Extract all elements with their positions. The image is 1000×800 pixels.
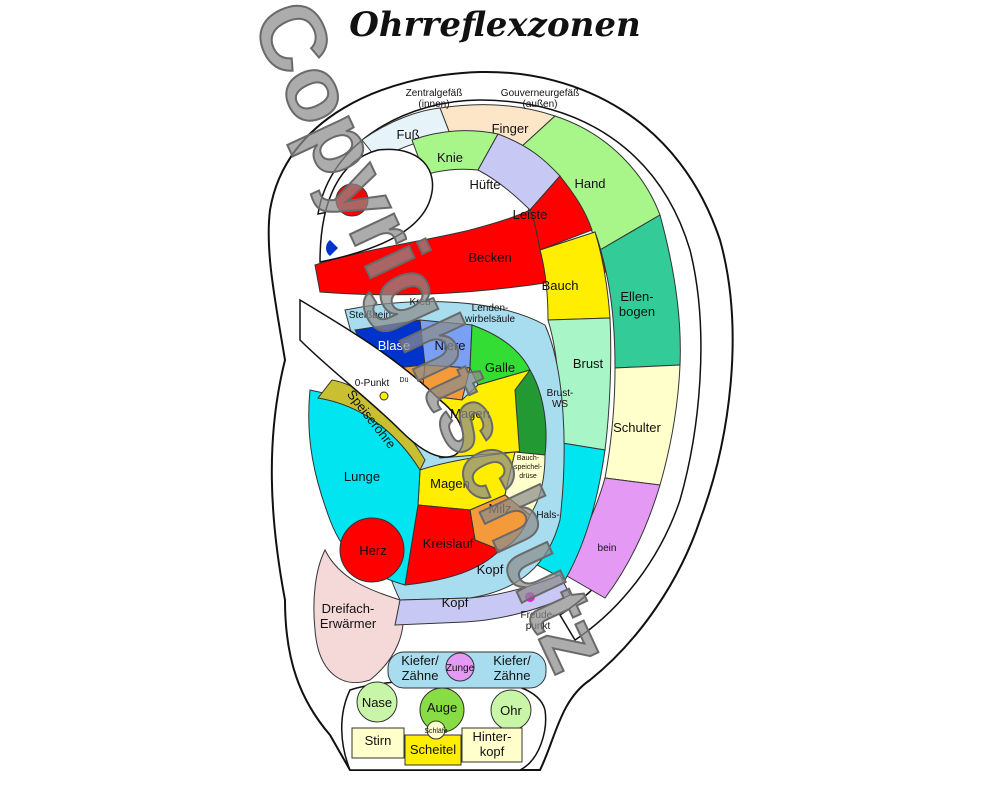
label-lunge: Lunge <box>344 469 380 484</box>
label-niere: Niere <box>434 338 465 353</box>
label-herz: Herz <box>359 543 386 558</box>
label-kiefer-left-2: Zähne <box>402 668 439 683</box>
label-zunge: Zunge <box>446 663 475 674</box>
label-hand: Hand <box>574 176 605 191</box>
label-kreislauf: Kreislauf <box>423 536 474 551</box>
label-finger: Finger <box>492 121 530 136</box>
zone-red-dot <box>335 183 369 217</box>
label-knie: Knie <box>437 150 463 165</box>
triangular-fossa <box>319 148 434 263</box>
label-zentralgefaess-sub: (innen) <box>418 99 449 110</box>
label-nase: Nase <box>362 695 392 710</box>
label-schulter: Schulter <box>613 420 661 435</box>
zone-becken <box>314 209 607 296</box>
label-leiste: Leiste <box>513 207 548 222</box>
zone-zunge <box>445 652 475 682</box>
label-dreifach-1: Dreifach- <box>322 601 375 616</box>
zone-stirn <box>351 727 405 759</box>
label-hinterkopf-1: Hinter- <box>472 729 511 744</box>
label-milz: Milz <box>488 501 511 516</box>
label-nullpunkt: 0-Punkt <box>355 378 390 389</box>
zone-schlaefe <box>426 720 446 740</box>
freudepunkt-dot <box>525 592 535 602</box>
label-kopf-1: Kopf <box>477 562 504 577</box>
label-schlaefe: Schläfe <box>424 728 447 735</box>
label-brust-ws-1: Brust- <box>547 388 574 399</box>
label-becken: Becken <box>468 250 511 265</box>
label-darm: Dü <box>400 377 409 384</box>
zone-hinterkopf <box>461 727 523 763</box>
label-kiefer-left-1: Kiefer/ <box>401 653 439 668</box>
label-bauch: Bauch <box>542 278 579 293</box>
zone-kopf-band <box>394 574 571 626</box>
label-gouverneurgefaess-sub: (außen) <box>522 99 557 110</box>
label-fuss: Fuß <box>396 127 419 142</box>
label-gouverneurgefaess: Gouverneurgefäß <box>501 88 579 99</box>
nullpunkt-dot <box>379 391 389 401</box>
label-stirn: Stirn <box>365 733 392 748</box>
zone-dreifach <box>313 548 404 684</box>
label-bein: bein <box>598 543 617 554</box>
label-brust: Brust <box>573 356 604 371</box>
crus-helix <box>299 298 465 458</box>
label-auge: Auge <box>427 700 457 715</box>
zone-schluesselbein <box>559 477 661 599</box>
label-huefte: Hüfte <box>469 177 500 192</box>
zone-scheitel <box>404 734 462 766</box>
label-galle: Galle <box>485 360 515 375</box>
label-ohr: Ohr <box>500 703 522 718</box>
label-bauchspeichel-2: speichel- <box>514 464 543 471</box>
label-blase: Blase <box>378 338 411 353</box>
label-brust-ws-2: WS <box>552 399 568 410</box>
zone-herz <box>339 517 405 583</box>
label-kopf-2: Kopf <box>442 595 469 610</box>
label-kiefer-right-2: Zähne <box>494 668 531 683</box>
label-dreifach-2: Erwärmer <box>320 616 377 631</box>
label-zentralgefaess: Zentralgefäß <box>406 88 463 99</box>
label-ellenbogen-2: bogen <box>619 304 655 319</box>
label-kreuz: Kreu <box>409 297 430 308</box>
label-magen-2: Magen <box>430 476 470 491</box>
label-bauchspeichel-3: drüse <box>519 473 537 480</box>
label-steissbein: Steißbein <box>349 310 391 321</box>
label-ellenbogen-1: Ellen- <box>620 289 653 304</box>
zone-blue-dot <box>325 240 338 256</box>
label-scheitel: Scheitel <box>410 742 456 757</box>
page-title: Ohrreflexzonen <box>349 5 640 45</box>
zone-kreislauf <box>404 504 501 586</box>
label-freude-2: punkt <box>526 621 551 632</box>
label-magen-1: Magen <box>450 406 490 421</box>
label-hals: Hals- <box>536 510 559 521</box>
label-bauchspeichel-1: Bauch- <box>517 455 540 462</box>
label-freude-1: Freude- <box>520 610 555 621</box>
label-kiefer-right-1: Kiefer/ <box>493 653 531 668</box>
label-hinterkopf-2: kopf <box>480 744 505 759</box>
label-lenden-2: wirbelsäule <box>464 314 515 325</box>
label-lenden-1: Lenden- <box>472 303 509 314</box>
zone-nase <box>356 681 398 723</box>
